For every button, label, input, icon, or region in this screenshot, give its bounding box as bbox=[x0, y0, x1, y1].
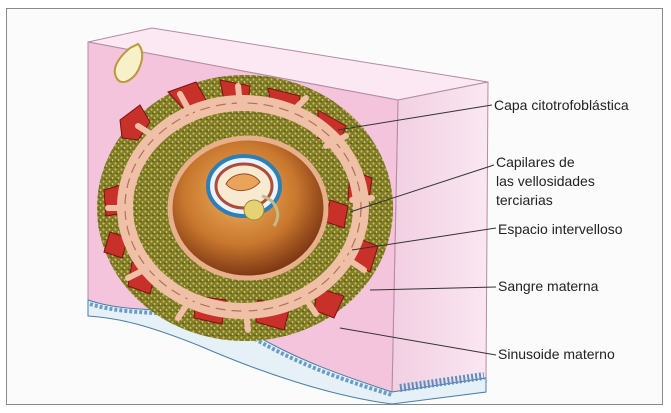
label-capilares-line3: terciarias bbox=[496, 192, 553, 209]
label-sinusoide-materno: Sinusoide materno bbox=[498, 346, 615, 363]
label-espacio-intervelloso: Espacio intervelloso bbox=[498, 221, 623, 238]
label-capilares-line2: las vellosidades bbox=[496, 173, 595, 190]
label-capilares-line1: Capilares de bbox=[496, 154, 575, 171]
label-capa-citotrofoblastica: Capa citotrofoblástica bbox=[494, 97, 629, 114]
label-sangre-materna: Sangre materna bbox=[498, 278, 598, 295]
